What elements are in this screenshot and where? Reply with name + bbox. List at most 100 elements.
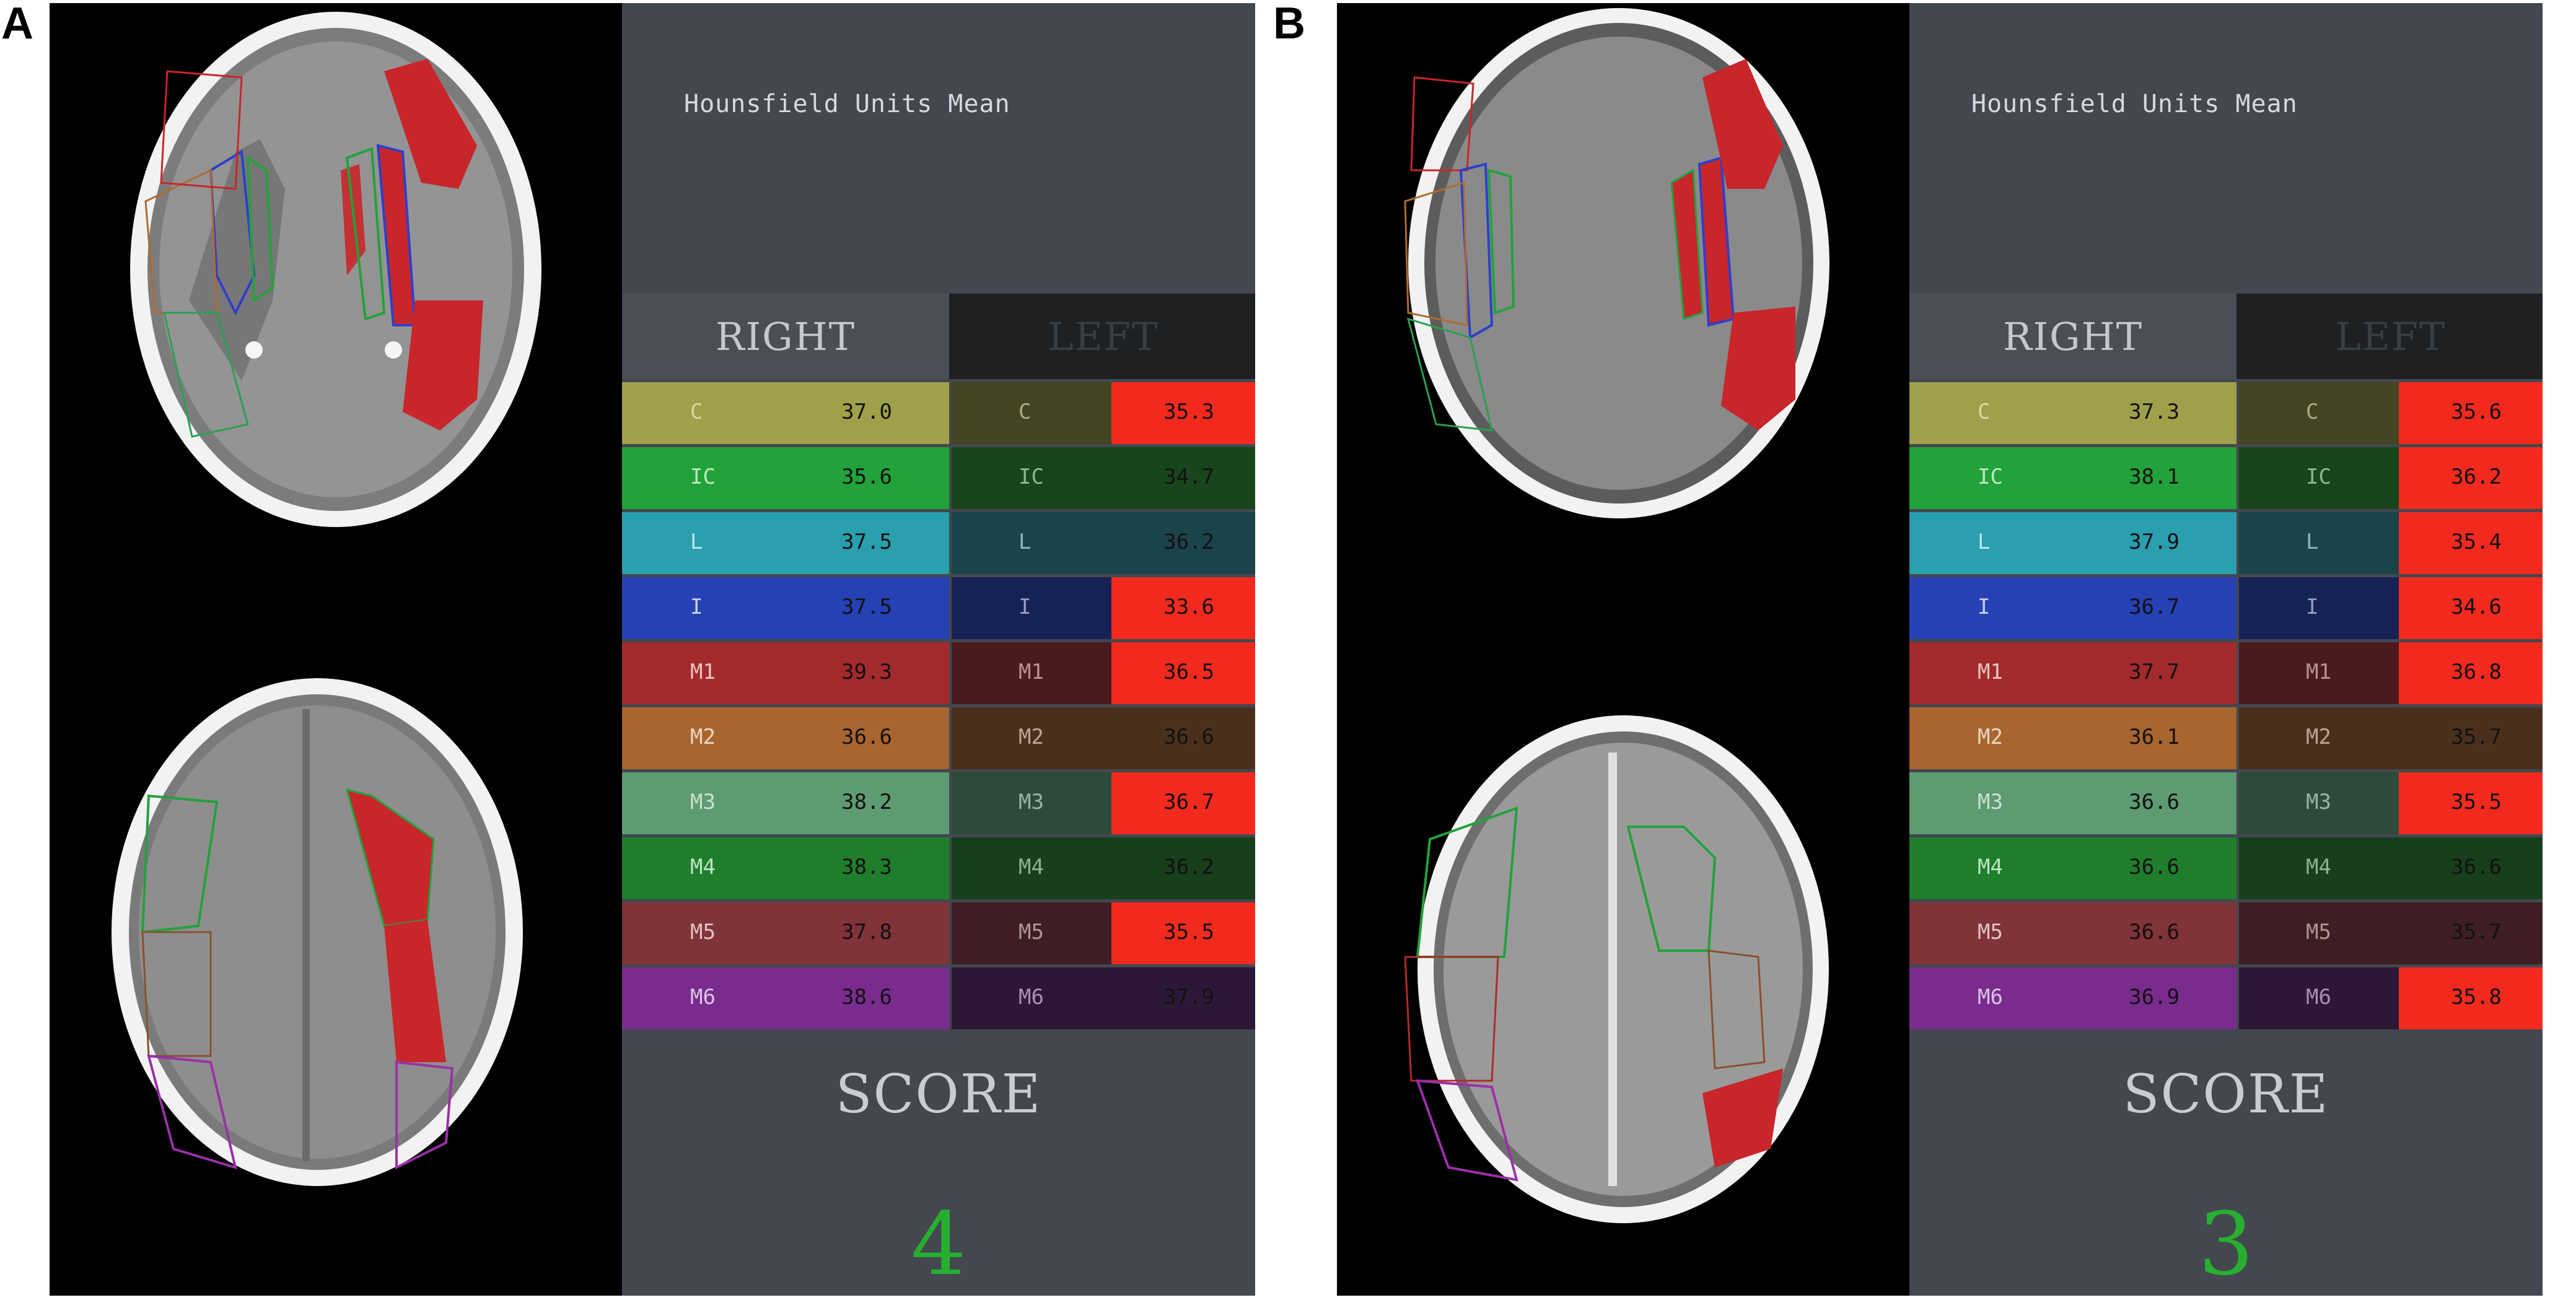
left-hu-value: 33.6: [1163, 595, 1214, 619]
ct-scan-images: [50, 12, 622, 1186]
region-label: M4: [1019, 855, 1044, 879]
region-label: IC: [1978, 465, 2003, 489]
right-hu-value: 36.6: [2129, 855, 2180, 879]
left-region-cell[interactable]: M2 35.7: [2239, 707, 2543, 769]
region-label: L: [690, 530, 703, 554]
region-label: M4: [1978, 855, 2003, 879]
panel-letter-b: B: [1273, 0, 1305, 48]
right-hu-value: 36.7: [2129, 595, 2180, 619]
tab-right[interactable]: RIGHT: [1909, 294, 2239, 379]
right-hu-value: 38.3: [841, 855, 892, 879]
left-hu-value: 35.5: [2451, 790, 2502, 814]
left-hu-value: 36.8: [2451, 660, 2502, 684]
region-label: M3: [1978, 790, 2003, 814]
low-density-flag: [2399, 447, 2543, 509]
tab-right[interactable]: RIGHT: [622, 294, 952, 379]
right-region-cell[interactable]: M6 36.9: [1909, 967, 2236, 1029]
left-hu-value: 36.6: [1163, 725, 1214, 749]
tab-left[interactable]: LEFT: [952, 294, 1255, 379]
score-label: SCORE: [835, 1063, 1042, 1125]
region-label: M5: [1978, 920, 2003, 944]
left-hu-value: 36.2: [2451, 465, 2502, 489]
region-label: M2: [2306, 725, 2331, 749]
left-region-cell[interactable]: L 35.4: [2239, 512, 2543, 574]
low-density-flag: [2399, 512, 2543, 574]
region-label: L: [1978, 530, 1991, 554]
region-label: M6: [690, 985, 716, 1010]
left-hu-value: 35.8: [2451, 985, 2502, 1010]
left-region-cell[interactable]: I 33.6: [952, 577, 1255, 639]
right-hu-value: 36.9: [2129, 985, 2180, 1010]
right-hu-value: 37.8: [841, 920, 892, 944]
region-label: I: [690, 595, 703, 619]
right-hu-value: 38.2: [841, 790, 892, 814]
left-hu-value: 35.4: [2451, 530, 2502, 554]
right-region-cell[interactable]: L 37.5: [622, 512, 949, 574]
panel-title: Hounsfield Units Mean: [684, 90, 1010, 118]
region-label: M1: [1978, 660, 2003, 684]
left-hu-value: 36.6: [2451, 855, 2502, 879]
region-label: M2: [690, 725, 716, 749]
left-hu-value: 34.7: [1163, 465, 1214, 489]
tab-left[interactable]: LEFT: [2239, 294, 2543, 379]
right-region-cell[interactable]: I 36.7: [1909, 577, 2236, 639]
left-hu-value: 35.7: [2451, 725, 2502, 749]
right-hu-value: 38.6: [841, 985, 892, 1010]
left-region-cell[interactable]: IC 34.7: [952, 447, 1255, 509]
region-label: I: [2306, 595, 2319, 619]
right-region-cell[interactable]: M6 38.6: [622, 967, 949, 1029]
low-density-flag: [2399, 772, 2543, 834]
right-hu-value: 37.5: [841, 530, 892, 554]
region-label: IC: [1019, 465, 1044, 489]
ct-scan-view: [1337, 3, 1909, 1296]
region-label: L: [2306, 530, 2319, 554]
right-region-cell[interactable]: M4 36.6: [1909, 837, 2236, 899]
score-value: 4: [911, 1194, 966, 1295]
region-label: M6: [1978, 985, 2003, 1010]
region-label: I: [1978, 595, 1991, 619]
left-hu-value: 36.7: [1163, 790, 1214, 814]
low-density-flag: [2399, 382, 2543, 444]
low-density-flag: [1111, 772, 1255, 834]
region-label: I: [1019, 595, 1032, 619]
